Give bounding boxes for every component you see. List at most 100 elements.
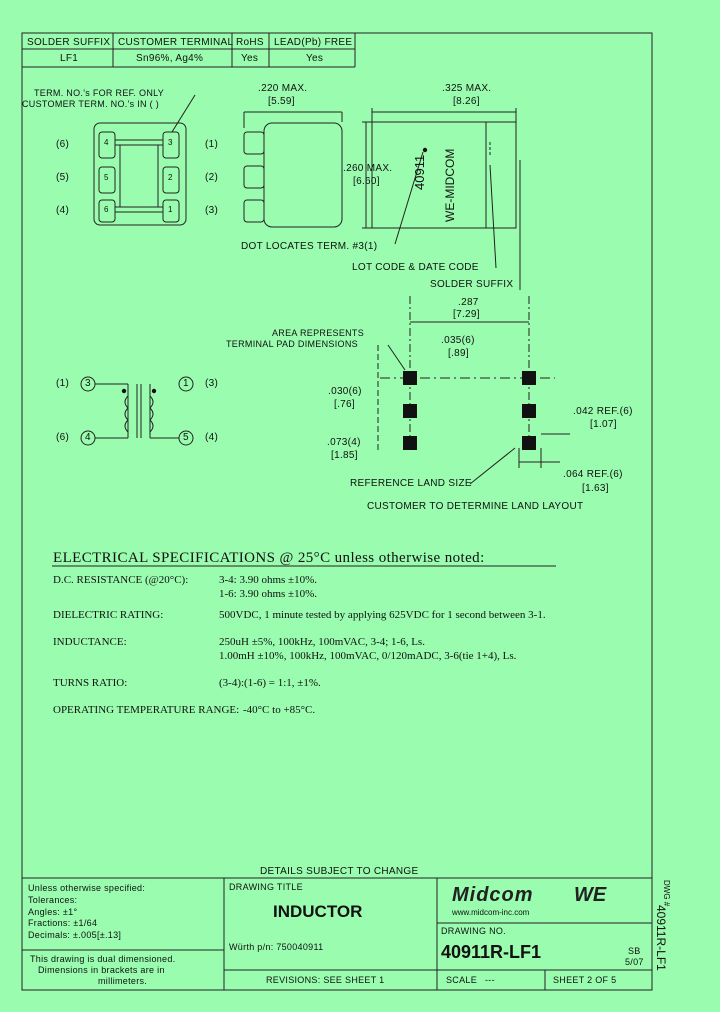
pad-label-4: 4	[104, 138, 109, 147]
schem-node-5: 5	[183, 432, 189, 443]
spec-dcr-line-1: 3-4: 3.90 ohms ±10%.	[219, 574, 318, 586]
spec-inductance-line-1: 250uH ±5%, 100kHz, 100mVAC, 3-4; 1-6, Ls…	[219, 636, 425, 648]
drawer-initials: SB	[628, 946, 641, 956]
lead-free-label: LEAD(Pb) FREE	[274, 37, 353, 48]
revisions-note: REVISIONS: SEE SHEET 1	[266, 975, 385, 985]
schem-node-4: 4	[85, 432, 91, 443]
land-035-mm: [.89]	[448, 348, 469, 359]
spec-label-turns: TURNS RATIO:	[53, 677, 128, 689]
side-dwg-label: DWG #	[662, 880, 671, 907]
dual-dim-line-3: millimeters.	[98, 976, 148, 986]
lead-free-value: Yes	[306, 53, 324, 64]
land-035: .035(6)	[441, 335, 475, 346]
pin-label-left-2: (5)	[56, 172, 70, 183]
pin-label-right-1: (1)	[205, 139, 219, 150]
land-042: .042 REF.(6)	[573, 406, 633, 417]
side-view	[243, 111, 343, 228]
pin-label-left-3: (4)	[56, 205, 70, 216]
specs-title: ELECTRICAL SPECIFICATIONS @ 25°C unless …	[53, 550, 485, 566]
dual-dim-line-1: This drawing is dual dimensioned.	[30, 954, 176, 964]
dim-width: .220 MAX.	[258, 83, 308, 94]
customer-terminal-value: Sn96%, Ag4%	[136, 53, 204, 64]
drawing-title-label: DRAWING TITLE	[229, 882, 303, 892]
solder-suffix-note: SOLDER SUFFIX	[430, 279, 514, 290]
dim-length-mm: [8.26]	[453, 96, 480, 107]
pin-label-left-1: (6)	[56, 139, 70, 150]
details-note: DETAILS SUBJECT TO CHANGE	[260, 866, 419, 877]
spec-inductance-line-2: 1.00mH ±10%, 100kHz, 100mVAC, 0/120mADC,…	[219, 650, 517, 662]
drawing-no-label: DRAWING NO.	[441, 926, 506, 936]
scale-value: ---	[485, 975, 495, 985]
drawing-number: 40911R-LF1	[441, 942, 542, 962]
land-073: .073(4)	[327, 437, 361, 448]
sheet-number: SHEET 2 OF 5	[553, 975, 617, 985]
spec-turns-line-1: (3-4):(1-6) = 1:1, ±1%.	[219, 677, 321, 689]
land-287: .287	[458, 297, 479, 308]
company-website: www.midcom-inc.com	[452, 908, 530, 917]
land-pattern	[377, 296, 570, 485]
dim-width-mm: [5.59]	[268, 96, 295, 107]
pin-label-right-3: (3)	[205, 205, 219, 216]
dim-length: .325 MAX.	[442, 83, 492, 94]
term-note-2: CUSTOMER TERM. NO.'s IN ( )	[22, 99, 159, 109]
land-030-mm: [.76]	[334, 399, 355, 410]
tol-line-3: Angles: ±1°	[28, 907, 78, 917]
solder-suffix-label: SOLDER SUFFIX	[27, 37, 111, 48]
pad-label-1: 1	[168, 205, 173, 214]
dim-height-mm: [6.60]	[353, 176, 380, 187]
drawing-title: INDUCTOR	[273, 902, 363, 921]
side-drawing-number: 40911R-LF1	[654, 905, 668, 971]
solder-suffix-value: LF1	[60, 53, 79, 64]
schem-label-6: (6)	[56, 432, 70, 443]
schematic	[80, 376, 194, 446]
land-287-mm: [7.29]	[453, 309, 480, 320]
dual-dim-line-2: Dimensions in brackets are in	[38, 965, 165, 975]
we-part-number: Würth p/n: 750040911	[229, 942, 324, 952]
end-view	[362, 108, 521, 290]
schem-label-4: (4)	[205, 432, 219, 443]
drawing-date: 5/07	[625, 957, 644, 967]
schem-label-3: (3)	[205, 378, 219, 389]
we-logo: WE	[574, 884, 607, 906]
spec-label-temp: OPERATING TEMPERATURE RANGE:	[53, 704, 240, 716]
part-marking: 40911	[412, 154, 427, 190]
rohs-label: RoHS	[236, 37, 264, 48]
lot-code-note: LOT CODE & DATE CODE	[352, 262, 479, 273]
reference-land-size: REFERENCE LAND SIZE	[350, 478, 472, 489]
land-064-mm: [1.63]	[582, 483, 609, 494]
term-note-1: TERM. NO.'s FOR REF. ONLY	[34, 88, 165, 98]
tol-line-1: Unless otherwise specified:	[28, 883, 146, 893]
schem-label-1: (1)	[56, 378, 70, 389]
spec-temp-line-1: -40°C to +85°C.	[243, 704, 316, 716]
schem-node-1: 1	[183, 378, 189, 389]
pad-label-2: 2	[168, 173, 173, 182]
customer-land-layout: CUSTOMER TO DETERMINE LAND LAYOUT	[367, 501, 584, 512]
land-064: .064 REF.(6)	[563, 469, 623, 480]
tol-line-4: Fractions: ±1/64	[28, 918, 98, 928]
tol-line-5: Decimals: ±.005[±.13]	[28, 930, 122, 940]
area-note-2: TERMINAL PAD DIMENSIONS	[226, 339, 358, 349]
spec-label-inductance: INDUCTANCE:	[53, 636, 127, 648]
company-logo: Midcom	[452, 884, 534, 906]
land-042-mm: [1.07]	[590, 419, 617, 430]
schem-node-3: 3	[85, 378, 91, 389]
dot-note: DOT LOCATES TERM. #3(1)	[241, 241, 378, 252]
pad-label-5: 5	[104, 173, 109, 182]
brand-marking: WE-MIDCOM	[443, 148, 457, 222]
pin-label-right-2: (2)	[205, 172, 219, 183]
customer-terminal-label: CUSTOMER TERMINAL	[118, 37, 234, 48]
spec-dielectric-line-1: 500VDC, 1 minute tested by applying 625V…	[219, 609, 546, 621]
rohs-value: Yes	[241, 53, 259, 64]
pad-label-6: 6	[104, 205, 109, 214]
land-073-mm: [1.85]	[331, 450, 358, 461]
area-note-1: AREA REPRESENTS	[272, 328, 365, 338]
land-030: .030(6)	[328, 386, 362, 397]
top-view	[93, 94, 196, 226]
pad-label-3: 3	[168, 138, 173, 147]
spec-label-dielectric: DIELECTRIC RATING:	[53, 609, 164, 621]
page-border	[21, 32, 653, 991]
spec-label-dcr: D.C. RESISTANCE (@20°C):	[53, 574, 189, 586]
scale-label: SCALE	[446, 975, 478, 985]
dim-height: .260 MAX.	[343, 163, 393, 174]
